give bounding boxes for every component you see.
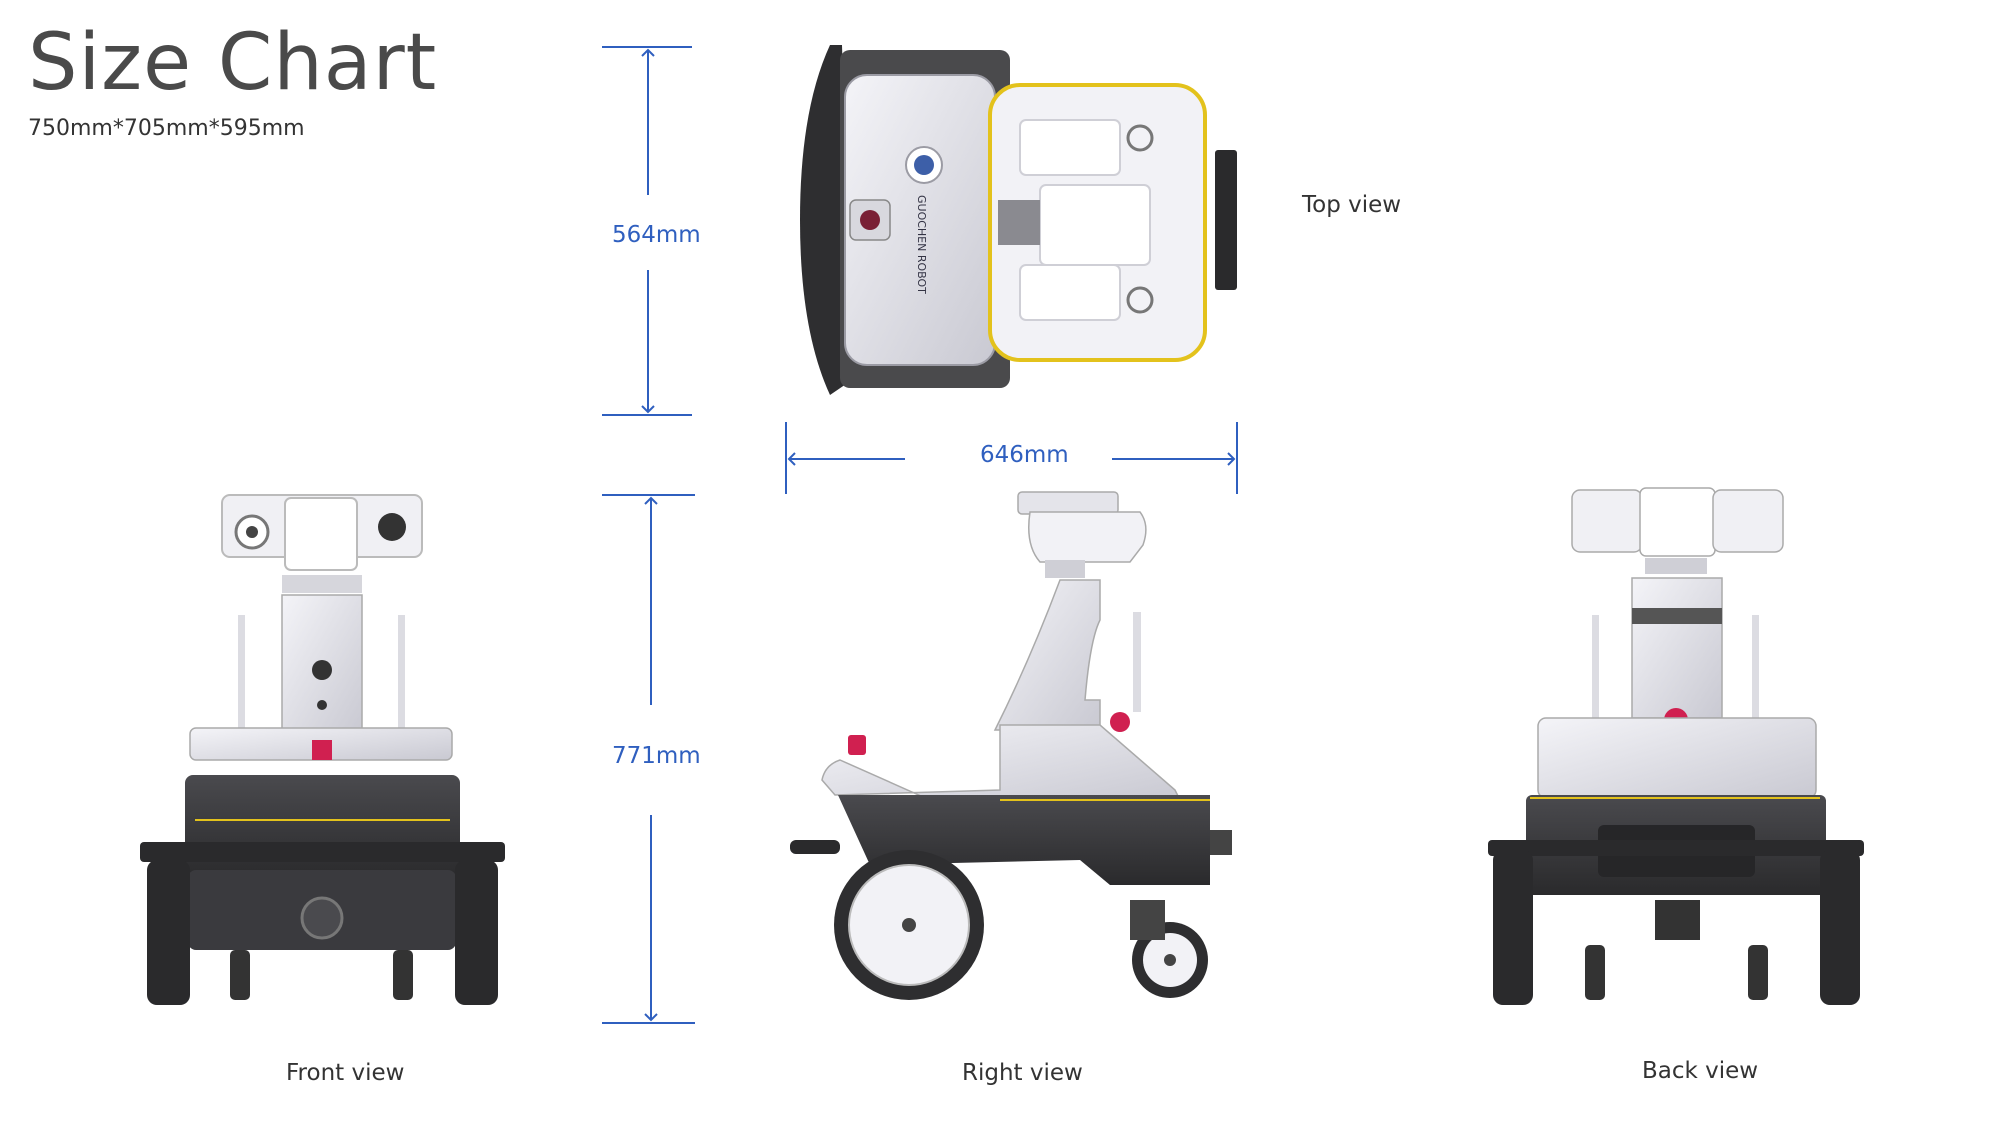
robot-back-view-image (1488, 487, 1864, 1005)
top-depth-dimension-label: 564mm (612, 222, 701, 248)
overall-dimensions: 750mm*705mm*595mm (28, 116, 305, 141)
robot-front-view-image (140, 494, 505, 1005)
top-view-label: Top view (1302, 192, 1402, 218)
dimension-width (785, 422, 1238, 494)
dimension-height (602, 494, 695, 1024)
height-dimension-label: 771mm (612, 743, 701, 769)
logo-text: GUOCHEN ROBOT (915, 195, 928, 294)
robot-top-view-image: GUOCHEN ROBOT (800, 45, 1237, 395)
width-dimension-label: 646mm (980, 442, 1069, 468)
right-view-label: Right view (962, 1060, 1083, 1086)
dimension-top-depth (602, 46, 692, 416)
front-view-label: Front view (286, 1060, 405, 1086)
robot-right-view-image (790, 491, 1232, 1000)
page-title: Size Chart (28, 18, 438, 108)
back-view-label: Back view (1642, 1058, 1759, 1084)
